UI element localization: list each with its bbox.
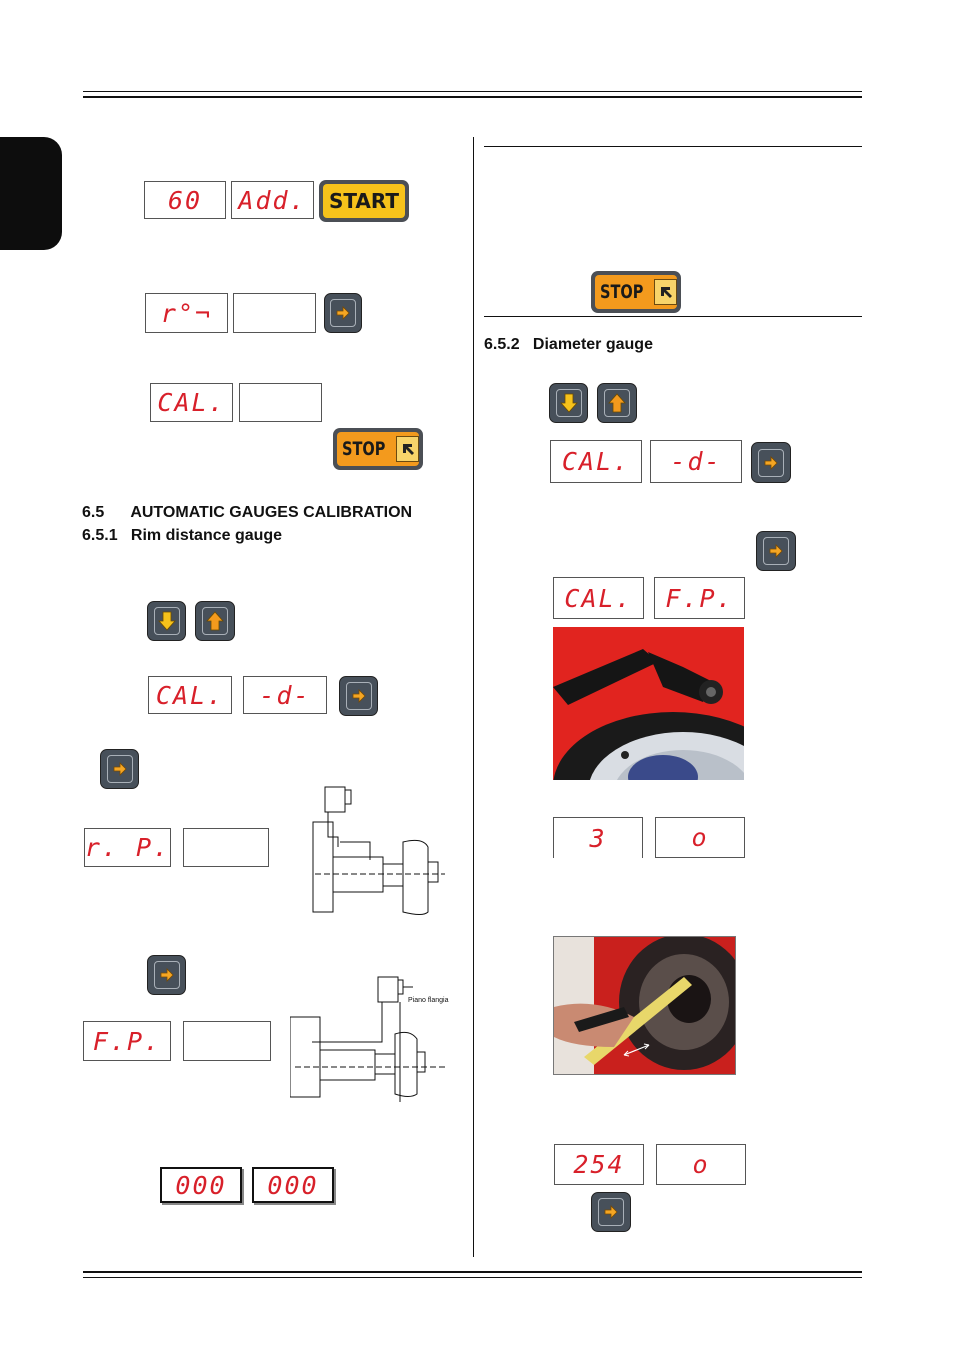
stop-button[interactable]: STOP bbox=[591, 271, 681, 313]
cal-display-left: CAL. bbox=[148, 676, 232, 714]
zero-display-left: 000 bbox=[160, 1167, 242, 1203]
section-heading: 6.5 AUTOMATIC GAUGES CALIBRATION bbox=[82, 504, 413, 521]
zero-display-right: 000 bbox=[252, 1167, 334, 1203]
header-rule-bottom bbox=[83, 96, 862, 98]
start-button[interactable]: START bbox=[319, 180, 409, 222]
right-rule-mid bbox=[484, 316, 862, 317]
down-button[interactable] bbox=[147, 601, 186, 641]
right-rule-top bbox=[484, 146, 862, 147]
final-display-right: o bbox=[656, 1144, 746, 1185]
arrow-right-icon bbox=[769, 544, 783, 558]
display-left: 60 bbox=[144, 181, 226, 219]
diagonal-arrow-icon bbox=[660, 287, 672, 298]
arrow-right-icon bbox=[604, 1205, 618, 1219]
diagonal-arrow-icon bbox=[402, 444, 414, 455]
cal-fp-display-right: F.P. bbox=[654, 577, 745, 619]
footer-rule-top bbox=[83, 1271, 862, 1273]
arrow-right-icon bbox=[352, 689, 366, 703]
enter-button[interactable] bbox=[591, 1192, 631, 1232]
display-right bbox=[233, 293, 316, 333]
display-right: Add. bbox=[231, 181, 314, 219]
three-display-left: 3 bbox=[553, 817, 643, 858]
fp-display-left: F.P. bbox=[83, 1021, 171, 1061]
enter-button[interactable] bbox=[324, 293, 362, 333]
subsection-heading: 6.5.2 Diameter gauge bbox=[484, 336, 653, 353]
arrow-down-icon bbox=[559, 393, 578, 413]
down-button[interactable] bbox=[549, 383, 588, 423]
arrow-down-icon bbox=[157, 611, 176, 631]
rp-display-left: r. P. bbox=[84, 828, 171, 867]
display-left: CAL. bbox=[150, 383, 233, 422]
gauge-arm-photo bbox=[553, 627, 744, 780]
arrow-right-icon bbox=[160, 968, 174, 982]
arrow-right-icon bbox=[336, 306, 350, 320]
enter-button[interactable] bbox=[147, 955, 186, 995]
enter-button[interactable] bbox=[756, 531, 796, 571]
up-button[interactable] bbox=[597, 383, 637, 423]
header-rule-top bbox=[83, 91, 862, 92]
display-left: r°¬ bbox=[145, 293, 228, 333]
subsection-heading: 6.5.1 Rim distance gauge bbox=[82, 527, 283, 544]
rim-gauge-diagram-flange: Piano flangia bbox=[290, 976, 449, 1102]
enter-button[interactable] bbox=[100, 749, 139, 789]
start-button-label: START bbox=[323, 184, 405, 218]
stop-button[interactable]: STOP bbox=[333, 428, 423, 470]
enter-button[interactable] bbox=[339, 676, 378, 716]
enter-button[interactable] bbox=[751, 442, 791, 483]
cal-fp-display-left: CAL. bbox=[553, 577, 644, 619]
column-divider bbox=[473, 137, 474, 1257]
arrow-right-icon bbox=[113, 762, 127, 776]
rim-measure-photo bbox=[553, 936, 736, 1075]
stop-button-label: STOP bbox=[342, 438, 386, 460]
display-right bbox=[239, 383, 322, 422]
three-display-right: o bbox=[655, 817, 745, 858]
footer-rule-bottom bbox=[83, 1277, 862, 1278]
stop-button-label: STOP bbox=[600, 281, 644, 303]
up-button[interactable] bbox=[195, 601, 235, 641]
fp-display-right bbox=[183, 1021, 271, 1061]
final-display-left: 254 bbox=[554, 1144, 644, 1185]
arrow-up-icon bbox=[206, 611, 224, 631]
arrow-up-icon bbox=[608, 393, 626, 413]
rim-gauge-diagram-rest bbox=[312, 786, 445, 915]
cal-display-right: -d- bbox=[243, 676, 327, 714]
rp-display-right bbox=[183, 828, 269, 867]
chapter-tab bbox=[0, 137, 62, 250]
flange-plane-label: Piano flangia bbox=[408, 997, 449, 1004]
cal-d-display-left: CAL. bbox=[550, 440, 642, 483]
arrow-right-icon bbox=[764, 455, 778, 470]
cal-d-display-right: -d- bbox=[650, 440, 742, 483]
